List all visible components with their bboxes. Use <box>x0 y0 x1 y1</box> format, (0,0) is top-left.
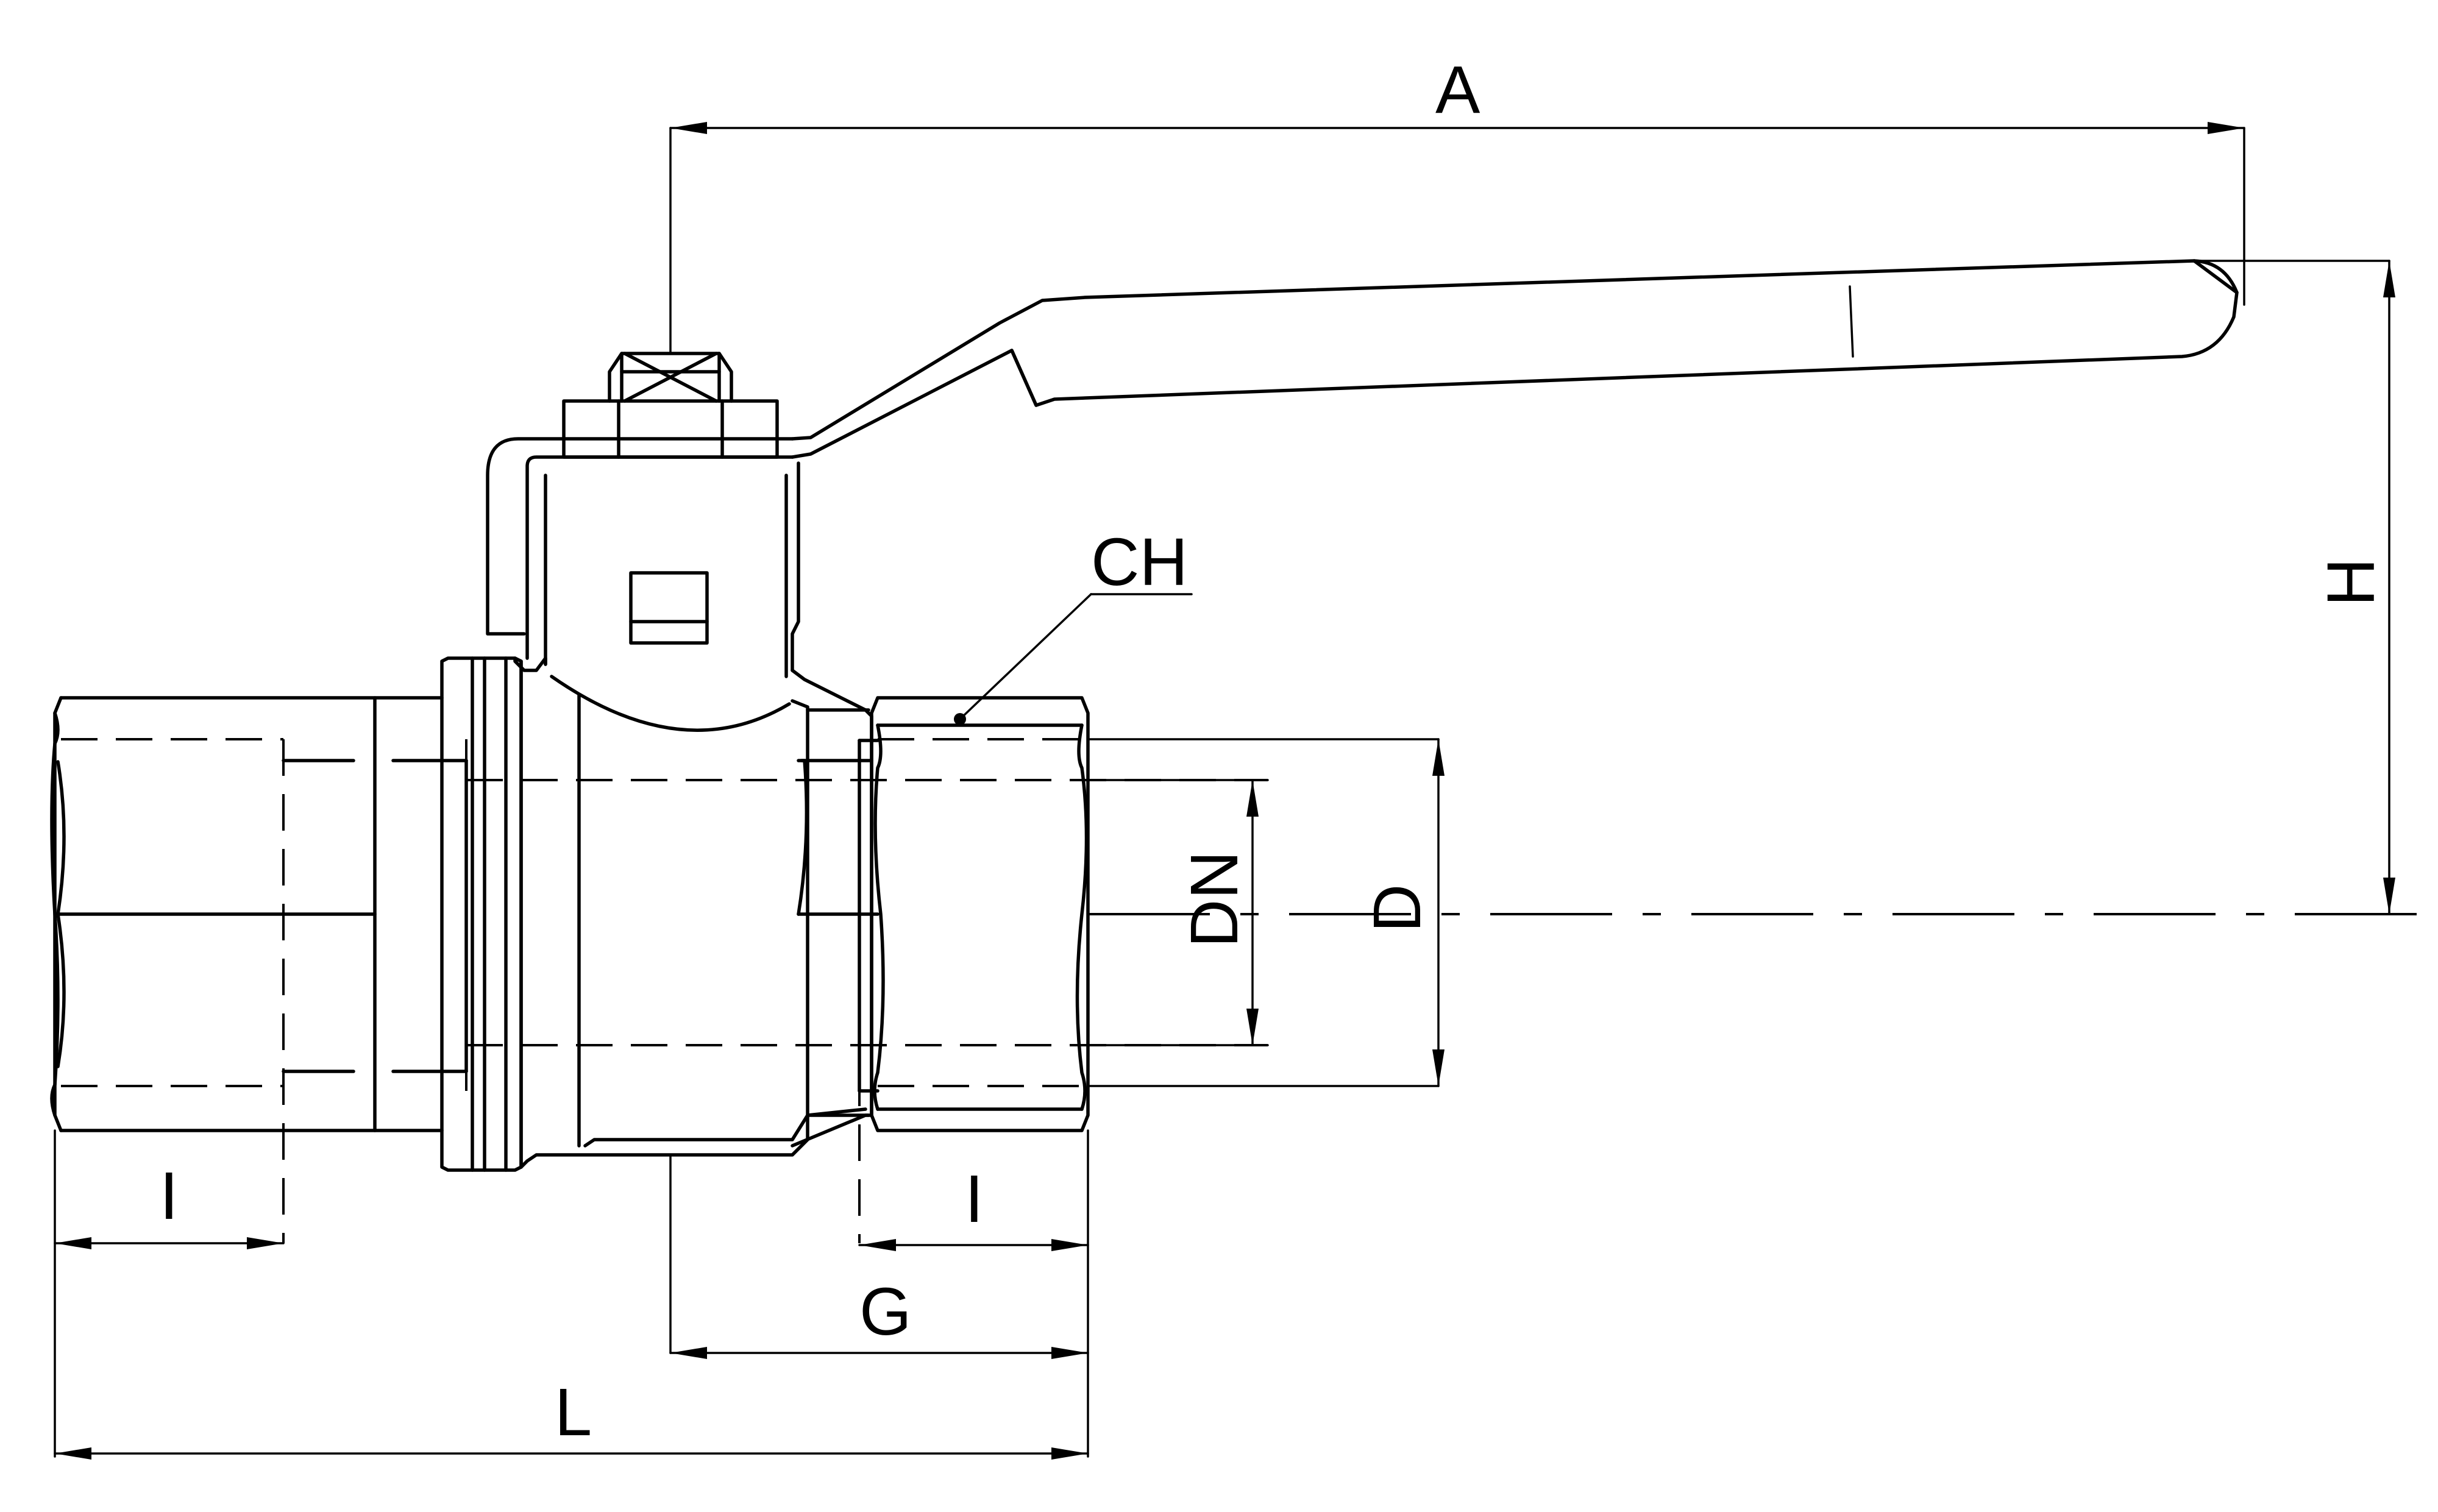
dimension-d: D <box>1087 738 1445 1087</box>
right-female-end <box>797 696 1090 1132</box>
dimension-h: H <box>2193 260 2395 915</box>
label-h: H <box>2314 558 2389 606</box>
flange-ring <box>440 656 523 1172</box>
label-dn: DN <box>1177 851 1252 948</box>
hidden-lines <box>61 738 1268 1243</box>
dimension-l: L <box>54 1375 1089 1460</box>
valve-body <box>513 461 873 1169</box>
stem-nut <box>562 352 779 459</box>
label-i-left: I <box>160 1159 179 1233</box>
dimension-a: A <box>669 52 2245 355</box>
dimension-i-right: I <box>858 1129 1089 1458</box>
label-ch: CH <box>1091 525 1188 600</box>
label-i-right: I <box>965 1162 984 1237</box>
lever-handle <box>486 259 2239 660</box>
dimension-dn: DN <box>1084 779 1269 1046</box>
left-female-end <box>50 696 468 1132</box>
label-a: A <box>1435 52 1480 127</box>
label-l: L <box>555 1375 592 1450</box>
label-d: D <box>1360 884 1435 932</box>
ch-leader: CH <box>954 525 1193 725</box>
dimension-i-left: I <box>54 1129 285 1458</box>
dimension-g: G <box>669 1154 1089 1359</box>
label-g: G <box>859 1274 912 1349</box>
handle-mark <box>1849 285 1854 358</box>
